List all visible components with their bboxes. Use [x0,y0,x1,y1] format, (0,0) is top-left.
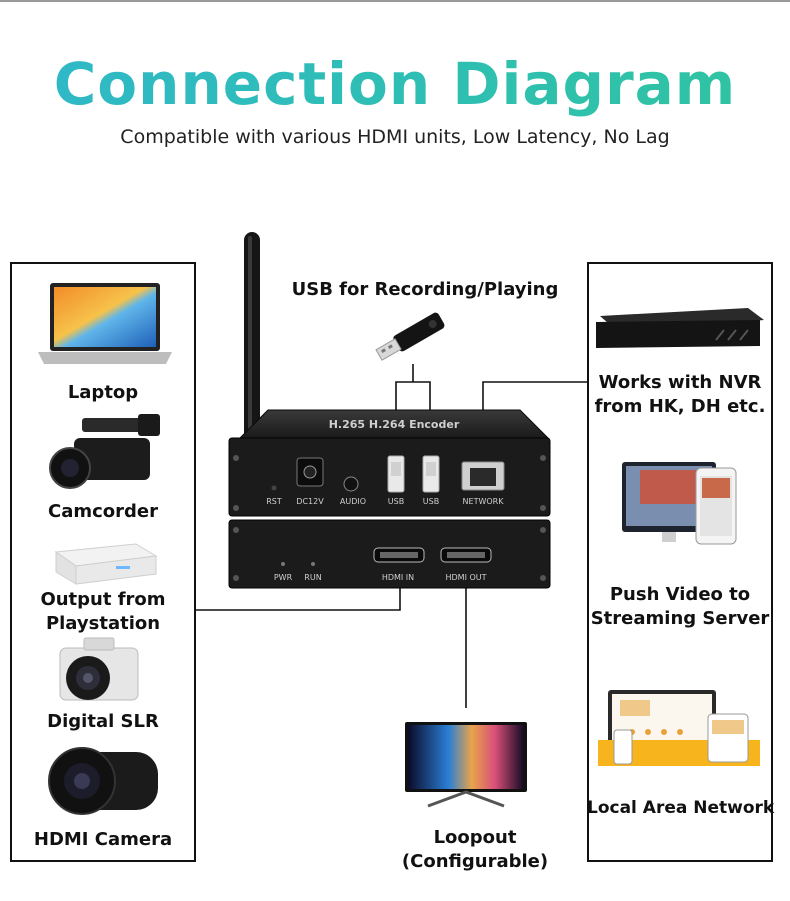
monitor-icon [405,722,527,808]
port-label-hdmi-out: HDMI OUT [445,573,486,582]
playstation-icon [54,543,158,585]
port-label-run: RUN [304,573,321,582]
camcorder-icon [49,414,160,489]
port-label-usb-1: USB [388,497,404,506]
input-label-playstation-line1: Output from [40,589,166,610]
output-label-lan: Local Area Network [587,798,775,818]
port-label-dc12v: DC12V [296,497,324,506]
streaming-screens-icon [622,462,737,545]
device-top-text: H.265 H.264 Encoder [329,418,460,431]
page-subtitle: Compatible with various HDMI units, Low … [120,126,670,148]
port-label-audio: AUDIO [340,497,366,506]
port-label-rst: RST [266,497,282,506]
loopout-label-line1: Loopout [433,827,517,848]
dslr-camera-icon [59,637,139,701]
nvr-icon [596,308,764,348]
encoder-device: H.265 H.264 Encoder RST DC12V AUDIO USB … [228,409,551,589]
loopout-label-line2: (Configurable) [401,851,549,872]
port-label-network: NETWORK [463,497,505,506]
lan-screens-icon [598,690,760,766]
port-label-pwr: PWR [274,573,293,582]
usb-label: USB for Recording/Playing [291,279,559,300]
input-label-playstation-line2: Playstation [45,613,161,634]
top-rule [0,0,790,2]
input-label-dslr: Digital SLR [47,711,159,732]
usb-drive-icon [375,312,445,361]
output-label-nvr-line2: from HK, DH etc. [594,396,766,417]
port-label-usb-2: USB [423,497,439,506]
output-label-nvr-line1: Works with NVR [598,372,762,393]
hdmi-camera-icon [48,747,158,815]
output-label-streaming-line2: Streaming Server [590,608,770,629]
port-label-hdmi-in: HDMI IN [382,573,414,582]
input-label-camcorder: Camcorder [48,501,158,522]
page-title: Connection Diagram [0,50,790,118]
input-label-hdmi-camera: HDMI Camera [33,829,173,850]
laptop-icon [38,283,172,364]
input-line [196,586,401,611]
input-label-laptop: Laptop [67,382,139,403]
output-label-streaming-line1: Push Video to [609,584,751,605]
